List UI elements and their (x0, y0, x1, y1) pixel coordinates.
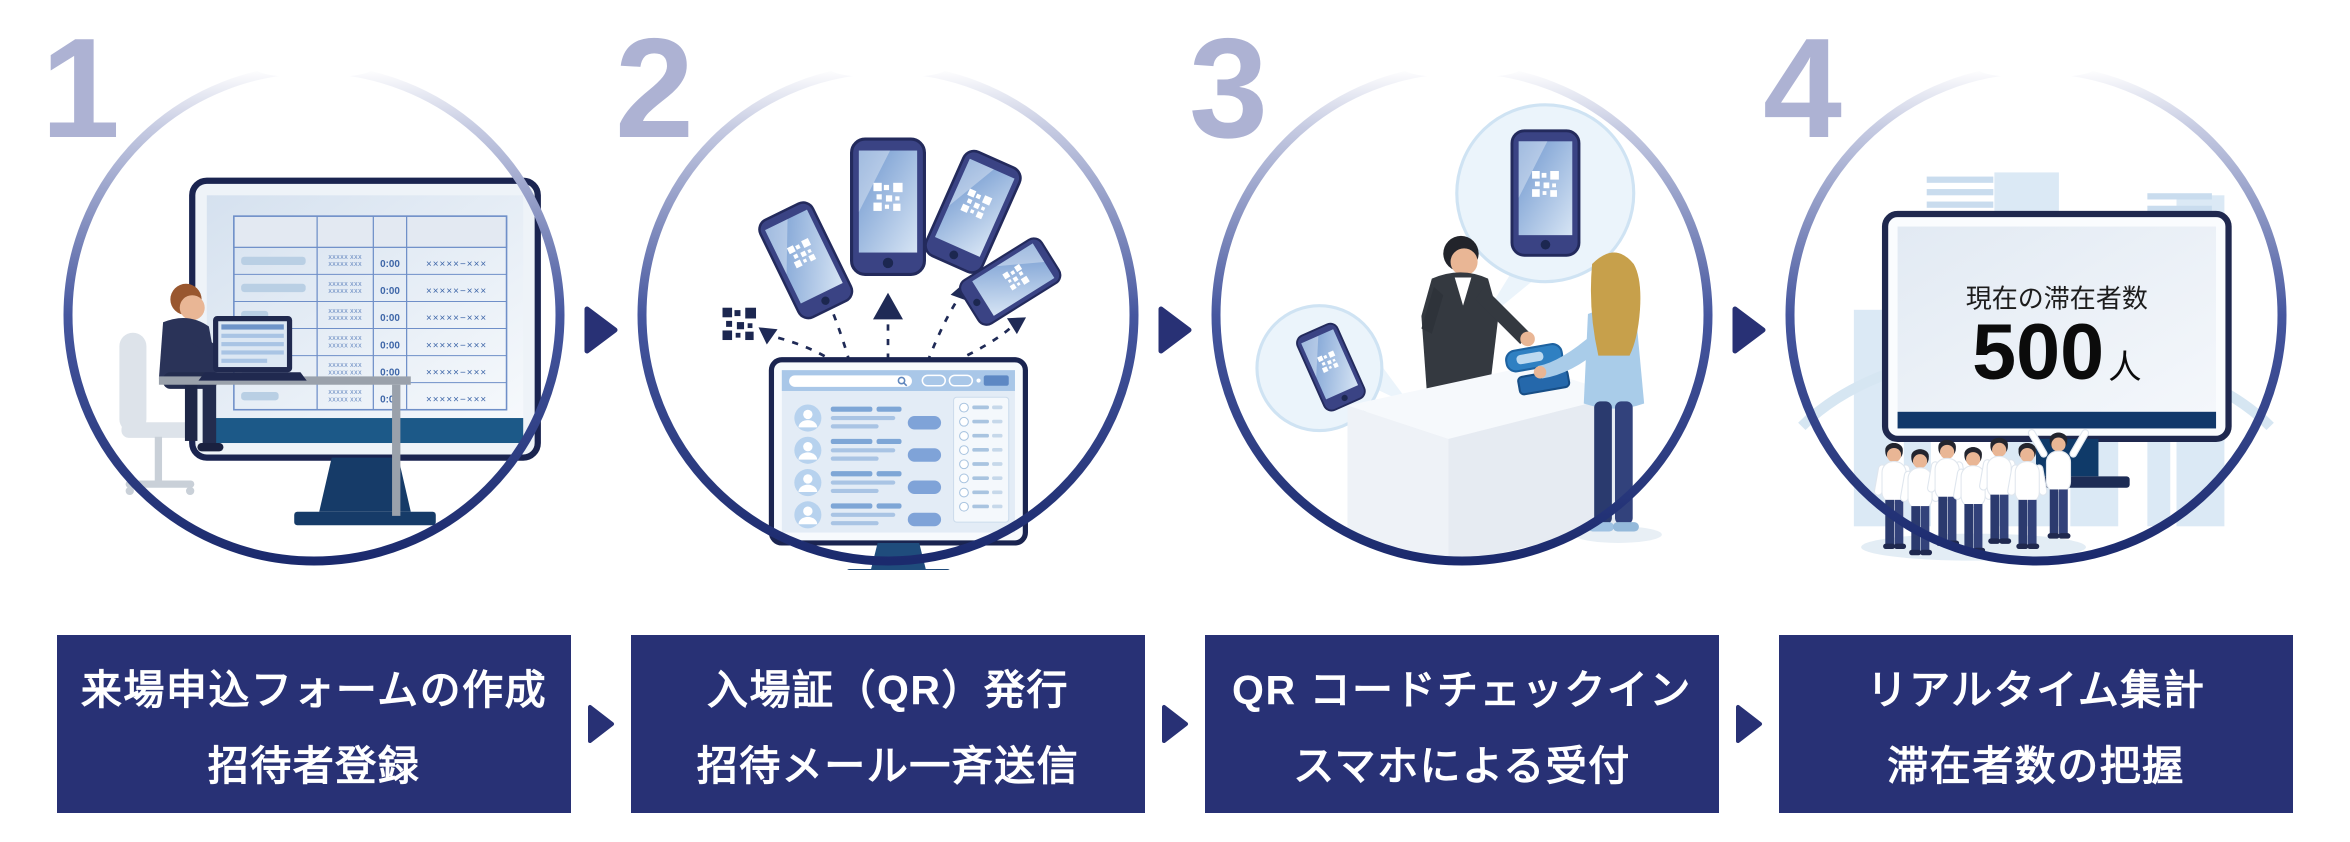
svg-text:XXXXX XXX: XXXXX XXX (328, 370, 362, 376)
right-arrow-icon (1162, 705, 1188, 743)
svg-text:XXXXX XXX: XXXXX XXX (328, 397, 362, 403)
step-2-label: 入場証（QR）発行 招待メール一斉送信 (631, 635, 1145, 813)
right-arrow-icon (584, 306, 618, 354)
svg-text:×××××−×××: ×××××−××× (426, 259, 487, 270)
separator-3 (1719, 0, 1779, 842)
visitor-icon (1533, 252, 1662, 543)
svg-text:XXXXX XXX: XXXXX XXX (328, 316, 362, 322)
right-arrow-icon (588, 705, 614, 743)
svg-text:XXXXX XXX: XXXXX XXX (328, 282, 362, 288)
step-2-label-line2: 招待メール一斉送信 (696, 743, 1080, 789)
step-1-ring (63, 60, 565, 566)
step-3-circle (1207, 60, 1717, 570)
step-2-number: 2 (615, 9, 694, 168)
svg-text:0:00: 0:00 (380, 313, 400, 324)
step-4-ring (1785, 60, 2287, 566)
step-3-ring (1211, 60, 1713, 566)
svg-text:XXXXX XXX: XXXXX XXX (328, 309, 362, 315)
right-arrow-icon (1732, 306, 1766, 354)
step-3-label-line1: QR コードチェックイン (1232, 667, 1692, 713)
monitor-mail-list-icon (768, 357, 1028, 570)
svg-text:XXXXX XXX: XXXXX XXX (328, 255, 362, 261)
step-1: 1 (41, 0, 571, 842)
svg-text:XXXXX XXX: XXXXX XXX (328, 343, 362, 349)
contact-rows (794, 404, 942, 529)
svg-text:×××××−×××: ×××××−××× (426, 313, 487, 324)
separator-1 (571, 0, 631, 842)
laptop-icon (198, 316, 307, 381)
separator-2 (1145, 0, 1205, 842)
svg-text:XXXXX XXX: XXXXX XXX (328, 289, 362, 295)
visitor-count-caption: 現在の滞在者数 (1966, 284, 2148, 314)
step-1-label-line1: 来場申込フォームの作成 (80, 667, 548, 713)
svg-text:×××××−×××: ×××××−××× (426, 367, 487, 378)
step-2-label-line1: 入場証（QR）発行 (707, 667, 1069, 713)
step3-illustration (1255, 103, 1662, 566)
step2-illustration (722, 60, 1143, 570)
svg-text:0:00: 0:00 (380, 367, 400, 378)
svg-text:XXXXX XXX: XXXXX XXX (328, 336, 362, 342)
svg-text:0:00: 0:00 (380, 286, 400, 297)
step-1-label: 来場申込フォームの作成 招待者登録 (57, 635, 571, 813)
step-4: 4 (1763, 0, 2293, 842)
receptionist-icon (1421, 235, 1535, 404)
qr-phone-bubble (1255, 304, 1411, 433)
office-chair-icon (119, 332, 195, 496)
step-1-number: 1 (41, 9, 120, 168)
step-4-label: リアルタイム集計 滞在者数の把握 (1779, 635, 2293, 813)
right-arrow-icon (1158, 306, 1192, 354)
sidebar-rows (959, 402, 1003, 512)
step-3-number: 3 (1189, 9, 1268, 168)
svg-text:×××××−×××: ×××××−××× (426, 394, 487, 405)
step-3: 3 (1189, 0, 1719, 842)
svg-text:0:00: 0:00 (380, 394, 400, 405)
right-arrow-icon (1736, 705, 1762, 743)
step-2-circle (633, 60, 1143, 570)
step-2: 2 (615, 0, 1145, 842)
svg-text:XXXXX XXX: XXXXX XXX (328, 363, 362, 369)
step-4-label-line1: リアルタイム集計 (1866, 667, 2206, 713)
svg-text:0:00: 0:00 (380, 259, 400, 270)
svg-text:XXXXX XXX: XXXXX XXX (328, 262, 362, 268)
step-4-number: 4 (1763, 9, 1842, 168)
step-2-ring (637, 60, 1139, 566)
svg-text:XXXXX XXX: XXXXX XXX (328, 390, 362, 396)
step-3-label-line2: スマホによる受付 (1293, 743, 1631, 789)
svg-text:0:00: 0:00 (380, 340, 400, 351)
step-3-label: QR コードチェックイン スマホによる受付 (1205, 635, 1719, 813)
step-1-label-line2: 招待者登録 (207, 743, 421, 789)
svg-text:×××××−×××: ×××××−××× (426, 340, 487, 351)
step-4-label-line2: 滞在者数の把握 (1887, 743, 2185, 789)
svg-text:×××××−×××: ×××××−××× (426, 286, 487, 297)
